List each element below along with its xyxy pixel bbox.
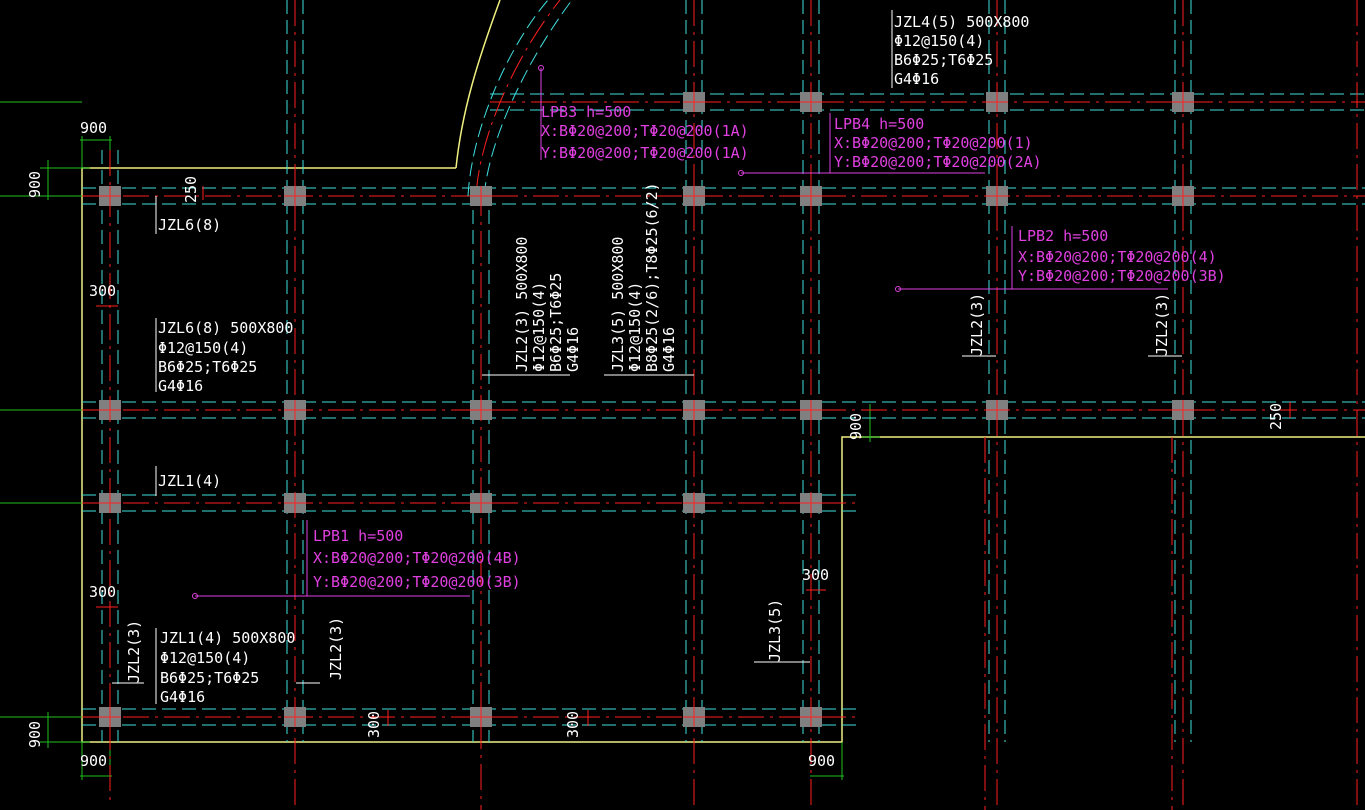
red-dim-ticks	[96, 186, 1291, 726]
beam-jzl4-line: Φ12@150(4)	[894, 32, 984, 50]
arc-axis-line	[475, 0, 561, 197]
beam-annotation-jzl2: JZL2(3) 500X800 Φ12@150(4) B6Φ25;T6Φ25 G…	[513, 237, 582, 372]
beam-label-jzl2-b: JZL2(3)	[327, 617, 345, 680]
beam-jzl2-line: Φ12@150(4)	[530, 282, 548, 372]
dim-900-left-top: 900	[26, 171, 44, 198]
dim-900-left-bottom: 900	[26, 721, 44, 748]
beam-jzl6-line: G4Φ16	[158, 377, 203, 395]
beam-jzl6-line: JZL6(8) 500X800	[158, 319, 293, 337]
beam-jzl4-line: B6Φ25;T6Φ25	[894, 51, 993, 69]
foundation-outline	[81, 0, 1365, 743]
slab-leaders	[192, 65, 1168, 599]
dim-300-bottom-b: 300	[564, 711, 582, 738]
beam-label-jzl1-short: JZL1(4)	[158, 472, 221, 490]
beam-annotation-jzl3: JZL3(5) 500X800 Φ12@150(4) B8Φ25(2/6);T8…	[609, 182, 678, 372]
beam-jzl6-line: Φ12@150(4)	[158, 339, 248, 357]
dim-900-mid-right: 900	[847, 413, 865, 440]
slab-lpb3-line: LPB3 h=500	[541, 103, 631, 121]
slab-lpb2-line: X:BΦ20@200;TΦ20@200(4)	[1018, 248, 1217, 266]
dim-300-right: 300	[802, 566, 829, 584]
arc-beam-edge	[483, 0, 573, 197]
arc-beam-edge	[467, 0, 549, 197]
dim-900-bottom-right: 900	[808, 752, 835, 770]
grid-layer	[82, 0, 1365, 810]
beam-annotation-jzl1: JZL1(4) 500X800 Φ12@150(4) B6Φ25;T6Φ25 G…	[160, 629, 295, 706]
dimension-ticks	[0, 101, 880, 780]
column-layer	[99, 92, 1194, 727]
slab-lpb2-line: LPB2 h=500	[1018, 227, 1108, 245]
slab-annotation-lpb3: LPB3 h=500 X:BΦ20@200;TΦ20@200(1A) Y:BΦ2…	[541, 103, 749, 162]
beam-jzl1-line: JZL1(4) 500X800	[160, 629, 295, 647]
beam-label-jzl6-short: JZL6(8)	[158, 216, 221, 234]
beam-jzl3-line: G4Φ16	[660, 327, 678, 372]
beam-jzl1-line: B6Φ25;T6Φ25	[160, 669, 259, 687]
beam-label-jzl3-short: JZL3(5)	[766, 599, 784, 662]
beam-jzl2-line: G4Φ16	[564, 327, 582, 372]
beam-annotation-jzl6: JZL6(8) 500X800 Φ12@150(4) B6Φ25;T6Φ25 G…	[158, 319, 293, 395]
dim-300-left-a: 300	[89, 282, 116, 300]
slab-lpb1-line: LPB1 h=500	[313, 527, 403, 545]
beam-jzl1-line: Φ12@150(4)	[160, 649, 250, 667]
dim-300-left-b: 300	[89, 583, 116, 601]
beam-jzl4-line: G4Φ16	[894, 70, 939, 88]
beam-jzl6-line: B6Φ25;T6Φ25	[158, 358, 257, 376]
dim-250-right: 250	[1267, 403, 1285, 430]
beam-jzl3-line: Φ12@150(4)	[626, 282, 644, 372]
beam-jzl4-line: JZL4(5) 500X800	[894, 13, 1029, 31]
slab-annotation-lpb2: LPB2 h=500 X:BΦ20@200;TΦ20@200(4) Y:BΦ20…	[1018, 227, 1226, 285]
beam-jzl3-line: JZL3(5) 500X800	[609, 237, 627, 372]
beam-label-jzl2-c: JZL2(3)	[968, 293, 986, 356]
beam-label-jzl2-a: JZL2(3)	[125, 620, 143, 683]
slab-lpb3-line: X:BΦ20@200;TΦ20@200(1A)	[541, 122, 749, 140]
slab-lpb1-line: Y:BΦ20@200;TΦ20@200(3B)	[313, 573, 521, 591]
slab-lpb4-line: X:BΦ20@200;TΦ20@200(1)	[834, 134, 1033, 152]
dim-300-bottom-a: 300	[365, 711, 383, 738]
slab-lpb2-line: Y:BΦ20@200;TΦ20@200(3B)	[1018, 267, 1226, 285]
beam-label-jzl2-d: JZL2(3)	[1153, 293, 1171, 356]
slab-lpb4-line: Y:BΦ20@200;TΦ20@200(2A)	[834, 153, 1042, 171]
slab-lpb3-line: Y:BΦ20@200;TΦ20@200(1A)	[541, 144, 749, 162]
beam-annotation-jzl4: JZL4(5) 500X800 Φ12@150(4) B6Φ25;T6Φ25 G…	[894, 13, 1029, 88]
slab-annotation-lpb4: LPB4 h=500 X:BΦ20@200;TΦ20@200(1) Y:BΦ20…	[834, 115, 1042, 171]
dim-900-bottom-left: 900	[80, 752, 107, 770]
slab-annotation-lpb1: LPB1 h=500 X:BΦ20@200;TΦ20@200(4B) Y:BΦ2…	[313, 527, 521, 591]
slab-lpb1-line: X:BΦ20@200;TΦ20@200(4B)	[313, 549, 521, 567]
beam-jzl1-line: G4Φ16	[160, 688, 205, 706]
beam-jzl2-line: JZL2(3) 500X800	[513, 237, 531, 372]
beam-jzl2-line: B6Φ25;T6Φ25	[547, 273, 565, 372]
dim-900-top: 900	[80, 119, 107, 137]
slab-lpb4-line: LPB4 h=500	[834, 115, 924, 133]
dim-250-top: 250	[182, 176, 200, 203]
beam-jzl3-line: B8Φ25(2/6);T8Φ25(6/2)	[643, 182, 661, 372]
leader-lines	[112, 10, 1182, 704]
